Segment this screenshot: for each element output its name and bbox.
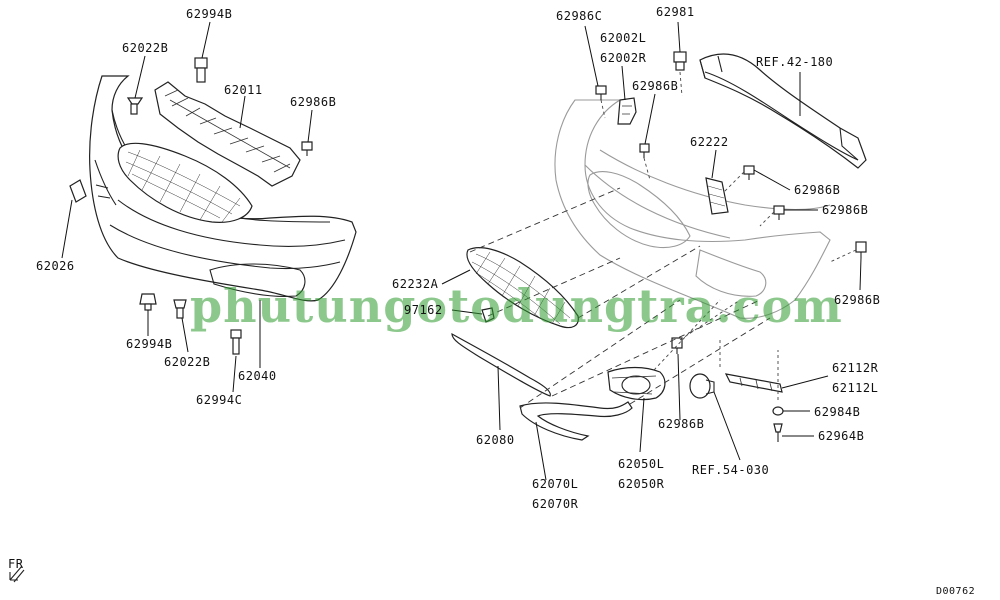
screw-62986C xyxy=(595,85,607,100)
assembly-dashes xyxy=(469,71,857,409)
label-62986B-right: 62986B xyxy=(834,293,880,307)
label-62070R: 62070R xyxy=(532,497,579,511)
label-62964B: 62964B xyxy=(818,429,864,443)
screw-62986B-mid1 xyxy=(743,165,755,180)
lower-moulding-62070 xyxy=(519,401,633,441)
label-62981: 62981 xyxy=(656,5,695,19)
label-62112R: 62112R xyxy=(832,361,879,375)
label-62986B-mid2: 62986B xyxy=(822,203,868,217)
label-ref-42-180: REF.42-180 xyxy=(756,55,833,69)
front-bumper-assembled xyxy=(89,75,357,302)
label-97162: 97162 xyxy=(404,303,443,317)
label-62112L: 62112L xyxy=(832,381,878,395)
label-62994B-top: 62994B xyxy=(186,7,232,21)
bolt-62981 xyxy=(673,51,687,71)
label-62986B-upper: 62986B xyxy=(632,79,678,93)
label-62002R: 62002R xyxy=(600,51,647,65)
bolt-62994B-bottom xyxy=(139,293,157,311)
label-62050R: 62050R xyxy=(618,477,665,491)
front-direction-arrow-icon xyxy=(9,565,25,583)
label-62022B-top: 62022B xyxy=(122,41,168,55)
label-62022B-bottom: 62022B xyxy=(164,355,210,369)
label-62040: 62040 xyxy=(238,369,277,383)
label-62080: 62080 xyxy=(476,433,515,447)
clip-62022B-top xyxy=(126,97,144,115)
bolt-62994C xyxy=(230,329,242,355)
clip-62022B-bottom xyxy=(173,299,187,319)
clip-62994B-top xyxy=(194,57,208,83)
label-62986B-mid1: 62986B xyxy=(794,183,840,197)
label-62070L: 62070L xyxy=(532,477,578,491)
grille-62232A xyxy=(466,247,579,329)
tow-hook-cover-62222 xyxy=(705,177,729,215)
label-62986B-left: 62986B xyxy=(290,95,336,109)
label-62232A: 62232A xyxy=(392,277,439,291)
screw-62986B-upper xyxy=(639,143,650,158)
label-62011: 62011 xyxy=(224,83,263,97)
bracket-62002 xyxy=(617,97,637,125)
watermark: phutungotodungtra.com xyxy=(190,279,843,333)
screw-62986B-right xyxy=(855,241,867,258)
bumper-bracket-62011 xyxy=(154,81,301,187)
screw-62986B-mid2 xyxy=(773,205,785,220)
reinforcement-ref42 xyxy=(699,53,867,169)
fog-bezel-62050 xyxy=(607,366,666,401)
label-62984B: 62984B xyxy=(814,405,860,419)
direction-label: FR xyxy=(8,557,24,571)
label-62994B-bottom: 62994B xyxy=(126,337,172,351)
clip-62964B xyxy=(773,423,783,442)
page-code: D00762 xyxy=(936,586,975,597)
cap-62026 xyxy=(69,179,87,203)
fog-lamp-ref54 xyxy=(689,373,715,399)
screw-62986B-left xyxy=(301,141,313,156)
left-leaders xyxy=(61,21,313,393)
nut-62984B xyxy=(772,406,784,416)
label-ref-54-030: REF.54-030 xyxy=(692,463,769,477)
side-bracket-62112 xyxy=(724,373,783,393)
screw-62986B-low xyxy=(671,337,683,354)
right-leaders xyxy=(441,21,862,481)
label-62986C: 62986C xyxy=(556,9,602,23)
label-62002L: 62002L xyxy=(600,31,646,45)
label-62050L: 62050L xyxy=(618,457,664,471)
moulding-62080 xyxy=(451,332,551,397)
label-62986B-low: 62986B xyxy=(658,417,704,431)
clip-97162 xyxy=(481,307,495,323)
front-bumper-cover-exploded xyxy=(554,99,831,319)
label-62222: 62222 xyxy=(690,135,729,149)
label-62994C: 62994C xyxy=(196,393,242,407)
label-62026: 62026 xyxy=(36,259,75,273)
